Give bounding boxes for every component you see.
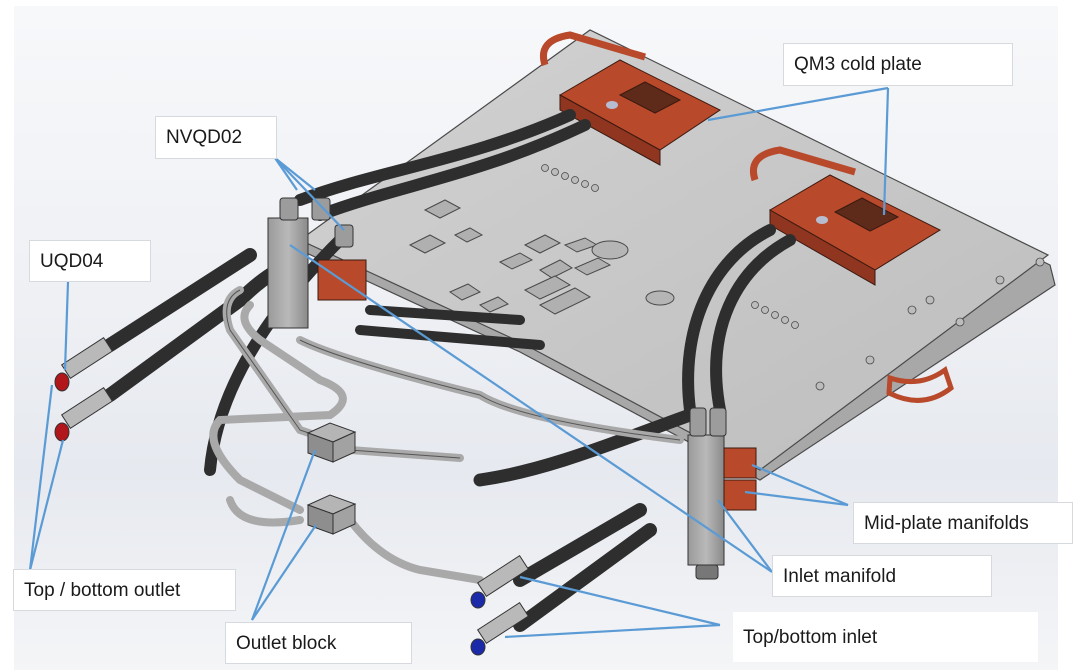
callout-line-outlet-top (28, 384, 54, 571)
callout-line-inlet-bottom (504, 623, 721, 639)
callout-line-qm3-1 (707, 86, 889, 122)
qm3-cold-plate-1 (540, 31, 721, 166)
callout-line-outlet-bottom (28, 439, 65, 571)
label-outlet-block: Outlet block (225, 622, 412, 664)
callout-line-uqd04 (63, 281, 70, 371)
outlet-block-1 (306, 422, 357, 463)
uqd04-outlet-top (54, 336, 114, 392)
inlet-connector-top (470, 554, 530, 609)
label-top-bottom-outlet: Top / bottom outlet (13, 569, 236, 611)
label-uqd04: UQD04 (29, 240, 151, 282)
callout-line-outlet-block-2 (251, 524, 317, 621)
callout-line-inlet-top (519, 575, 721, 627)
label-inlet-manifold: Inlet manifold (772, 555, 992, 597)
callout-line-midplate-1 (751, 463, 849, 507)
callout-line-nvqd02-2 (274, 157, 316, 191)
callout-line-inlet-manifold-1 (289, 244, 773, 573)
uqd04-outlet-bottom (54, 386, 114, 442)
inlet-connector-bottom (470, 601, 530, 656)
label-top-bottom-inlet: Top/bottom inlet (733, 612, 1038, 662)
left-manifold (267, 197, 367, 329)
callout-line-inlet-manifold-2 (717, 499, 773, 573)
callout-lines (28, 86, 890, 639)
label-nvqd02: NVQD02 (155, 116, 277, 159)
callout-line-outlet-block-1 (250, 449, 317, 621)
callout-line-qm3-2 (882, 87, 890, 216)
callout-line-midplate-2 (744, 490, 849, 507)
label-qm3-cold-plate: QM3 cold plate (783, 43, 1013, 86)
qm3-cold-plate-2 (750, 146, 942, 286)
outlet-block-2 (306, 494, 357, 535)
label-mid-plate-manifolds: Mid-plate manifolds (853, 502, 1073, 544)
callout-line-nvqd02-3 (274, 157, 345, 231)
